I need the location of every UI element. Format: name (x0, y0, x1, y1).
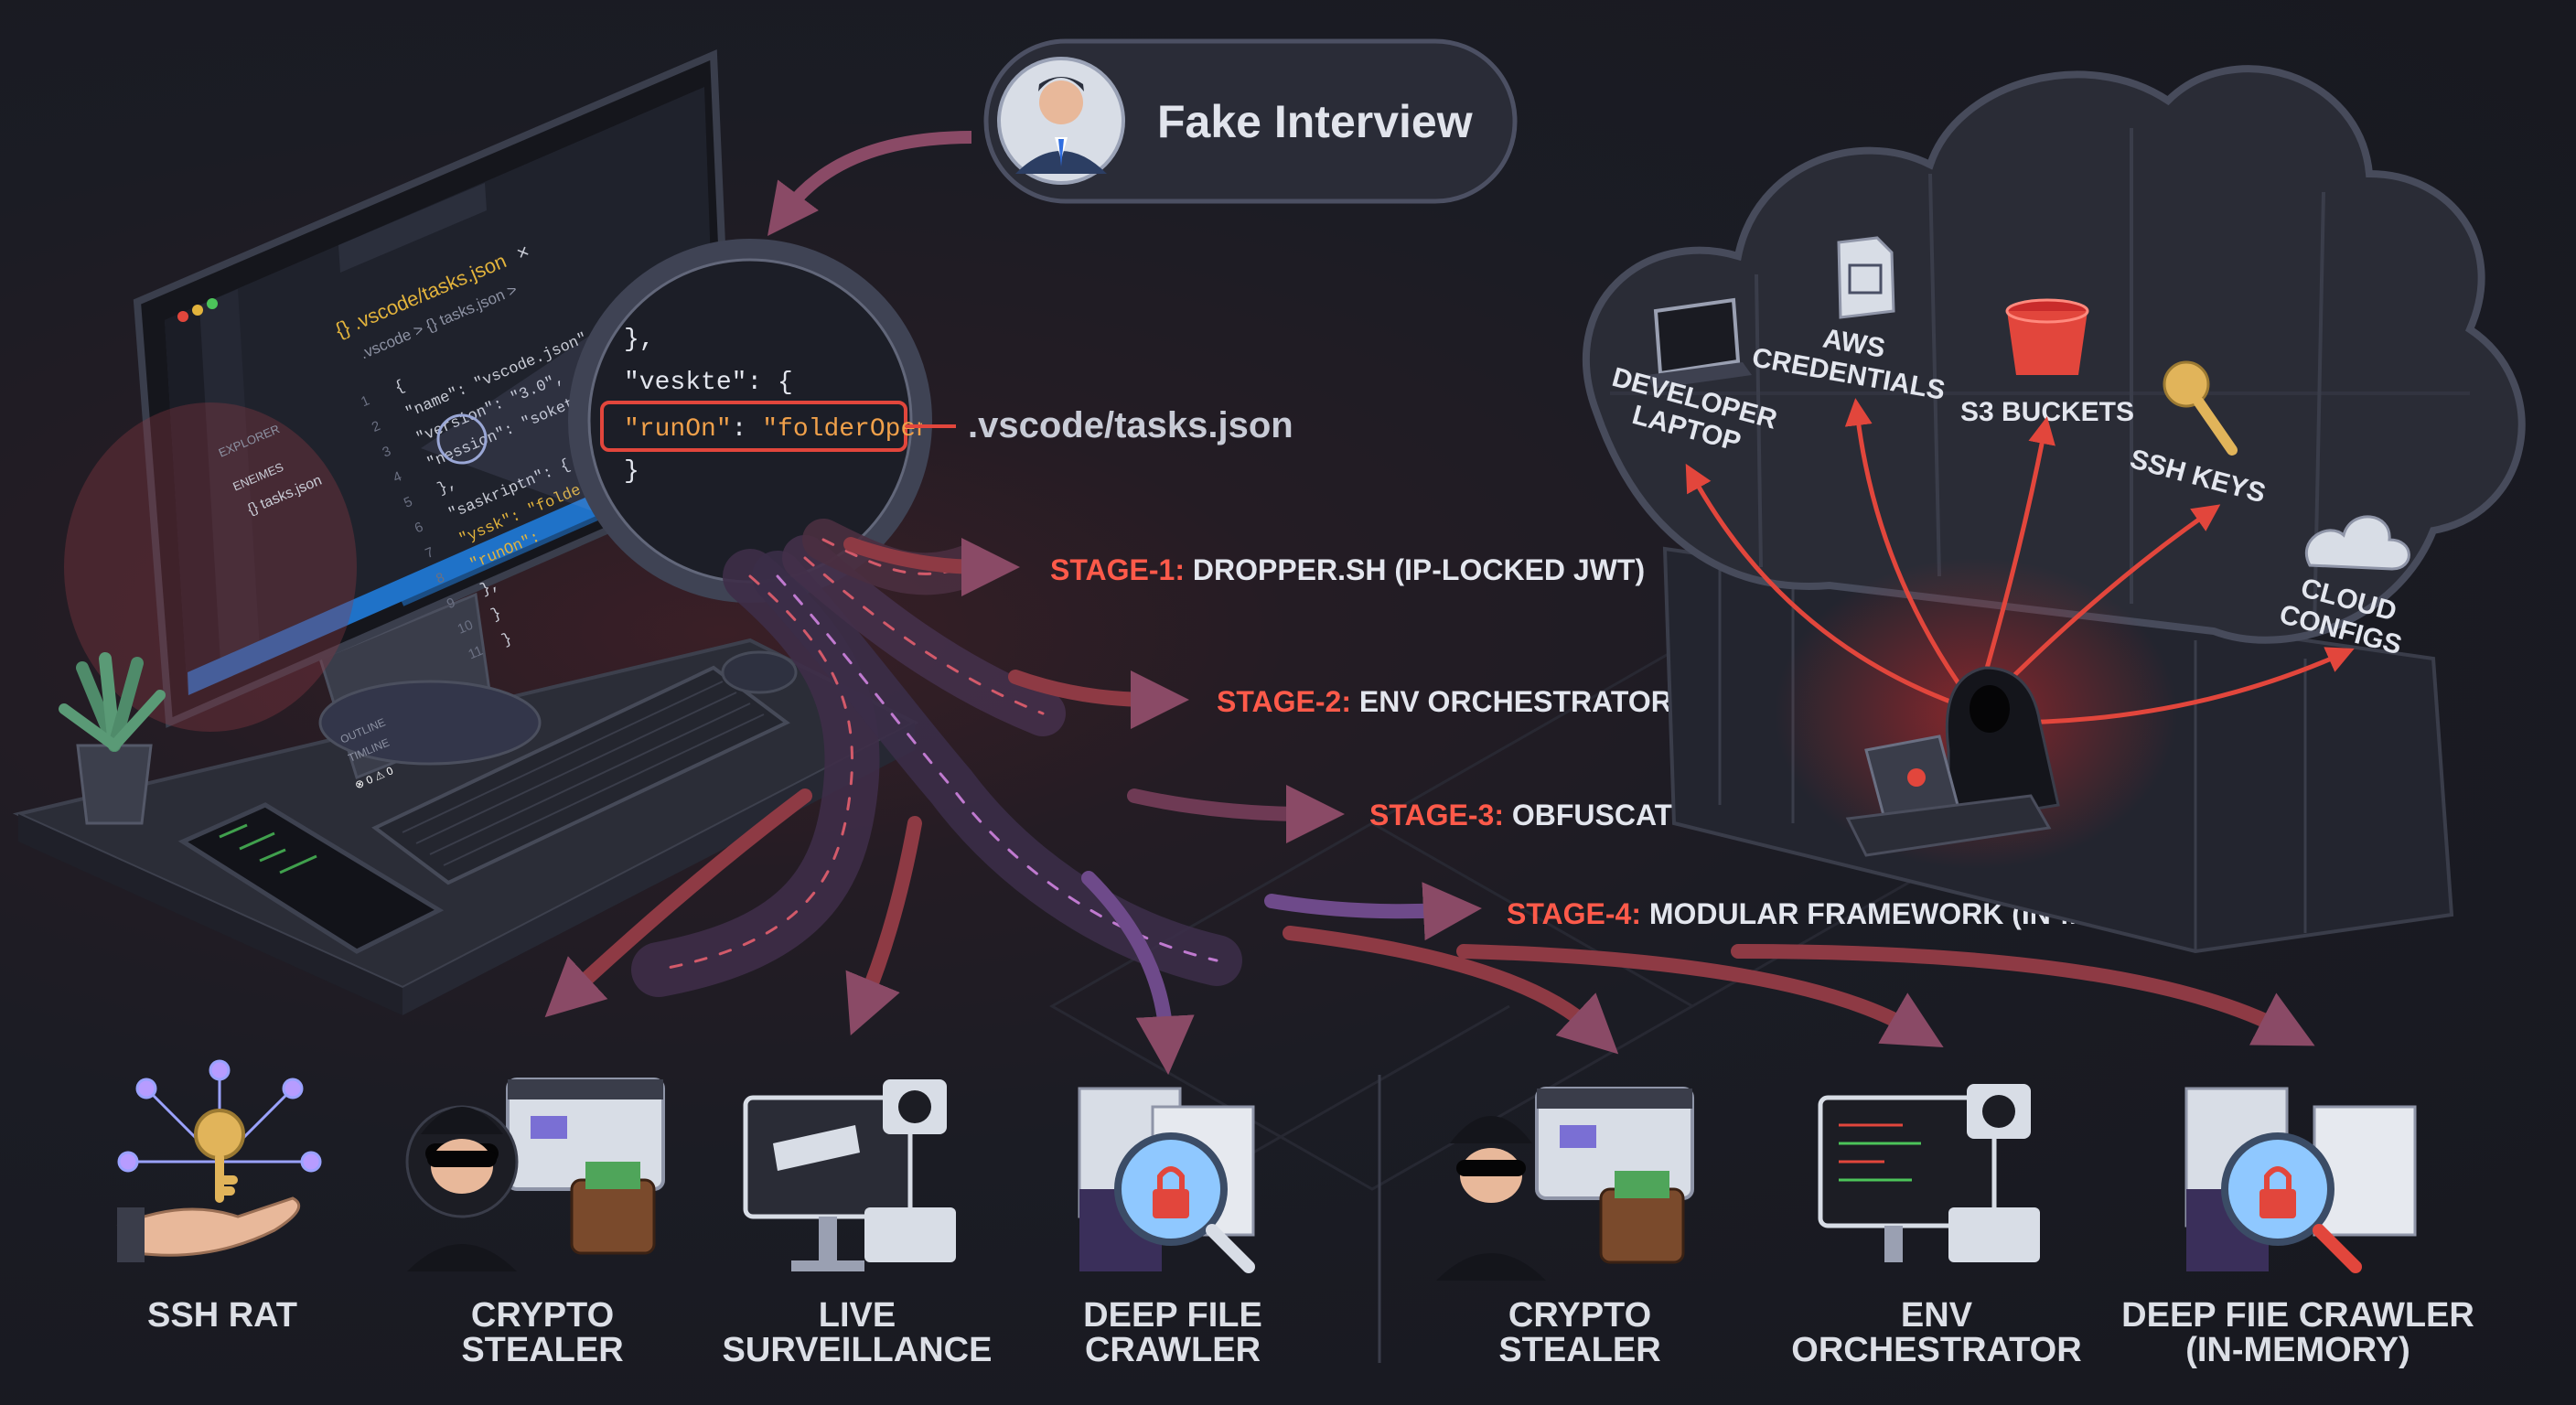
line-number: 11 (466, 643, 485, 663)
stage-arrows (843, 537, 1482, 941)
stage-1-label: STAGE-1: DROPPER.SH (IP-LOCKED JWT) (1050, 553, 1645, 586)
plant-decoration (59, 652, 166, 825)
laptop-icon (1647, 297, 1752, 389)
payload-label-line-2: ORCHESTRATOR (1791, 1331, 2081, 1369)
cloud-target-label: S3 BUCKETS (1960, 397, 2134, 427)
stage-labels: STAGE-1: DROPPER.SH (IP-LOCKED JWT) STAG… (1050, 553, 2201, 930)
stage-3-prefix: STAGE-3: (1369, 799, 1504, 831)
payload-icons (116, 1059, 2417, 1281)
file-crawler-icon (1078, 1087, 1255, 1273)
line-number: 10 (456, 617, 476, 638)
exfil-arrows (1685, 398, 2355, 725)
payload-label-line-2: SURVEILLANCE (723, 1331, 993, 1369)
payload-label-line-2: (IN-MEMORY) (2185, 1331, 2410, 1369)
key-icon (2163, 360, 2238, 456)
stage-1-text: DROPPER.SH (IP-LOCKED JWT) (1185, 553, 1645, 586)
surveillance-icon (743, 1079, 956, 1271)
crypto-stealer-icon (405, 1078, 665, 1271)
magnifier-lens: }, "veskte": { "runOn": "folderOpen" } .… (421, 239, 1293, 603)
stage-2-text: ENV ORCHESTRATOR (1351, 685, 1672, 718)
bucket-icon (2005, 298, 2089, 375)
document-icon (1837, 236, 1895, 319)
payload-label-line-2: STEALER (1498, 1331, 1660, 1369)
ssh-rat-icon (116, 1059, 322, 1262)
tasks-json-callout: .vscode/tasks.json (968, 405, 1293, 445)
cloud-icon (2304, 515, 2410, 571)
stage-1-prefix: STAGE-1: (1050, 553, 1185, 586)
crypto-stealer-icon (1436, 1087, 1694, 1281)
stage-4-prefix: STAGE-4: (1507, 897, 1641, 930)
payload-arrows (544, 788, 2315, 1075)
hooded-hacker-icon (1845, 666, 2060, 857)
payload-label-line-2: CRAWLER (1085, 1331, 1261, 1369)
highlight-value: "folderOpen" (762, 415, 947, 444)
payload-label-line-1: DEEP FILE (1083, 1296, 1262, 1335)
lens-line-4: } (624, 457, 639, 486)
env-orchestrator-icon (1818, 1084, 2040, 1262)
fake-interview-label: Fake Interview (1157, 96, 1473, 147)
lens-line-2: "veskte": { (624, 369, 793, 397)
stage-2-prefix: STAGE-2: (1217, 685, 1351, 718)
payload-label-line-1: DEEP FIIE CRAWLER (2121, 1296, 2474, 1335)
payload-streams (631, 519, 1242, 997)
fake-interview-pill: Fake Interview (983, 38, 1518, 204)
payload-label-line-1: ENV (1901, 1296, 1973, 1335)
highlight-sep: : (732, 415, 763, 444)
payload-label-line-1: LIVE (819, 1296, 896, 1335)
interview-arrow (767, 131, 972, 236)
lens-line-1: }, (624, 326, 655, 354)
file-crawler-icon (2184, 1087, 2417, 1273)
workstation-illustration (12, 49, 919, 1015)
stage-2-label: STAGE-2: ENV ORCHESTRATOR (1217, 685, 1672, 718)
code-line: } (488, 606, 504, 625)
payload-label-line-2: STEALER (461, 1331, 623, 1369)
highlight-key: "runOn" (624, 415, 732, 444)
payload-label-line-1: CRYPTO (1508, 1296, 1651, 1335)
payload-label-line-1: SSH RAT (147, 1296, 297, 1335)
highlighted-line: "runOn": "folderOpen" (624, 415, 947, 444)
payload-label-line-1: CRYPTO (471, 1296, 614, 1335)
code-line: } (499, 630, 515, 649)
